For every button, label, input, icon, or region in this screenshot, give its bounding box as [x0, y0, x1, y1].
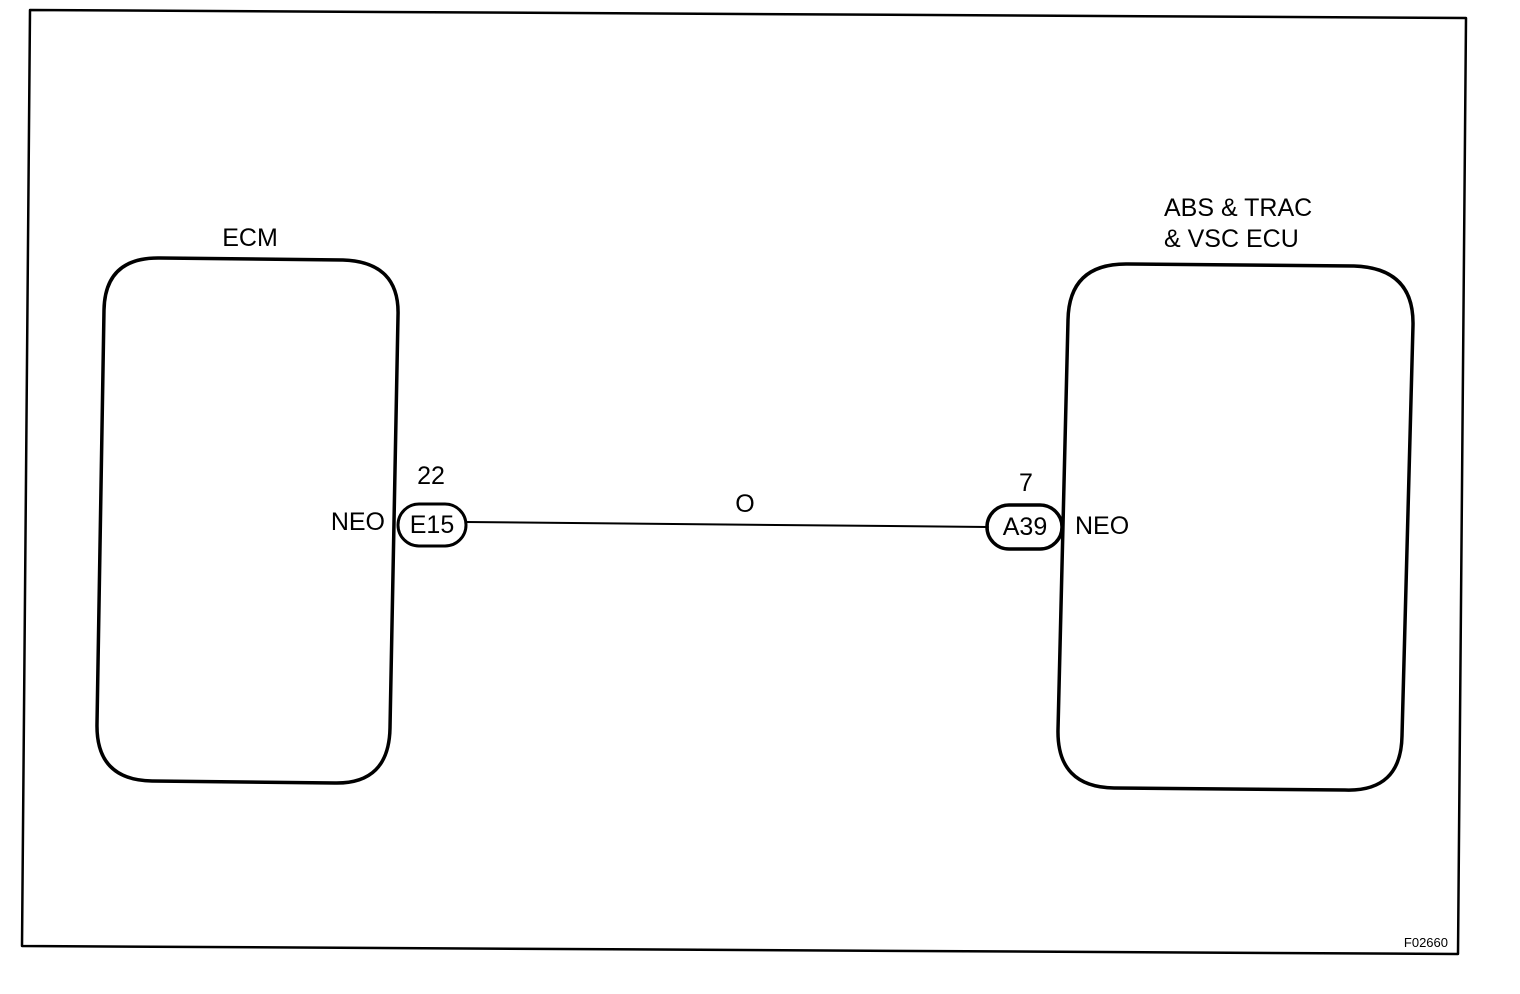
- connector-a39: [985, 503, 1064, 551]
- ecm-box: [95, 256, 400, 785]
- abs-trac-vsc-ecu-box: [1056, 262, 1415, 792]
- diagram-frame: [20, 8, 1468, 956]
- abs-trac-vsc-ecu-label-line1: ABS & TRAC: [1164, 194, 1312, 222]
- ecu-pin-number: 7: [1019, 469, 1033, 497]
- connector-e15-label: E15: [410, 511, 454, 539]
- wire-neo: [465, 521, 989, 528]
- abs-trac-vsc-ecu-label-line2: & VSC ECU: [1164, 225, 1299, 253]
- connector-a39-label: A39: [1003, 513, 1047, 541]
- ecm-label: ECM: [222, 224, 278, 252]
- connector-e15: [396, 502, 468, 548]
- figure-id: F02660: [1404, 935, 1448, 950]
- ecm-terminal-signal: NEO: [331, 508, 385, 536]
- wire-color-code: O: [735, 490, 754, 518]
- ecu-terminal-signal: NEO: [1075, 512, 1129, 540]
- ecm-pin-number: 22: [417, 462, 445, 490]
